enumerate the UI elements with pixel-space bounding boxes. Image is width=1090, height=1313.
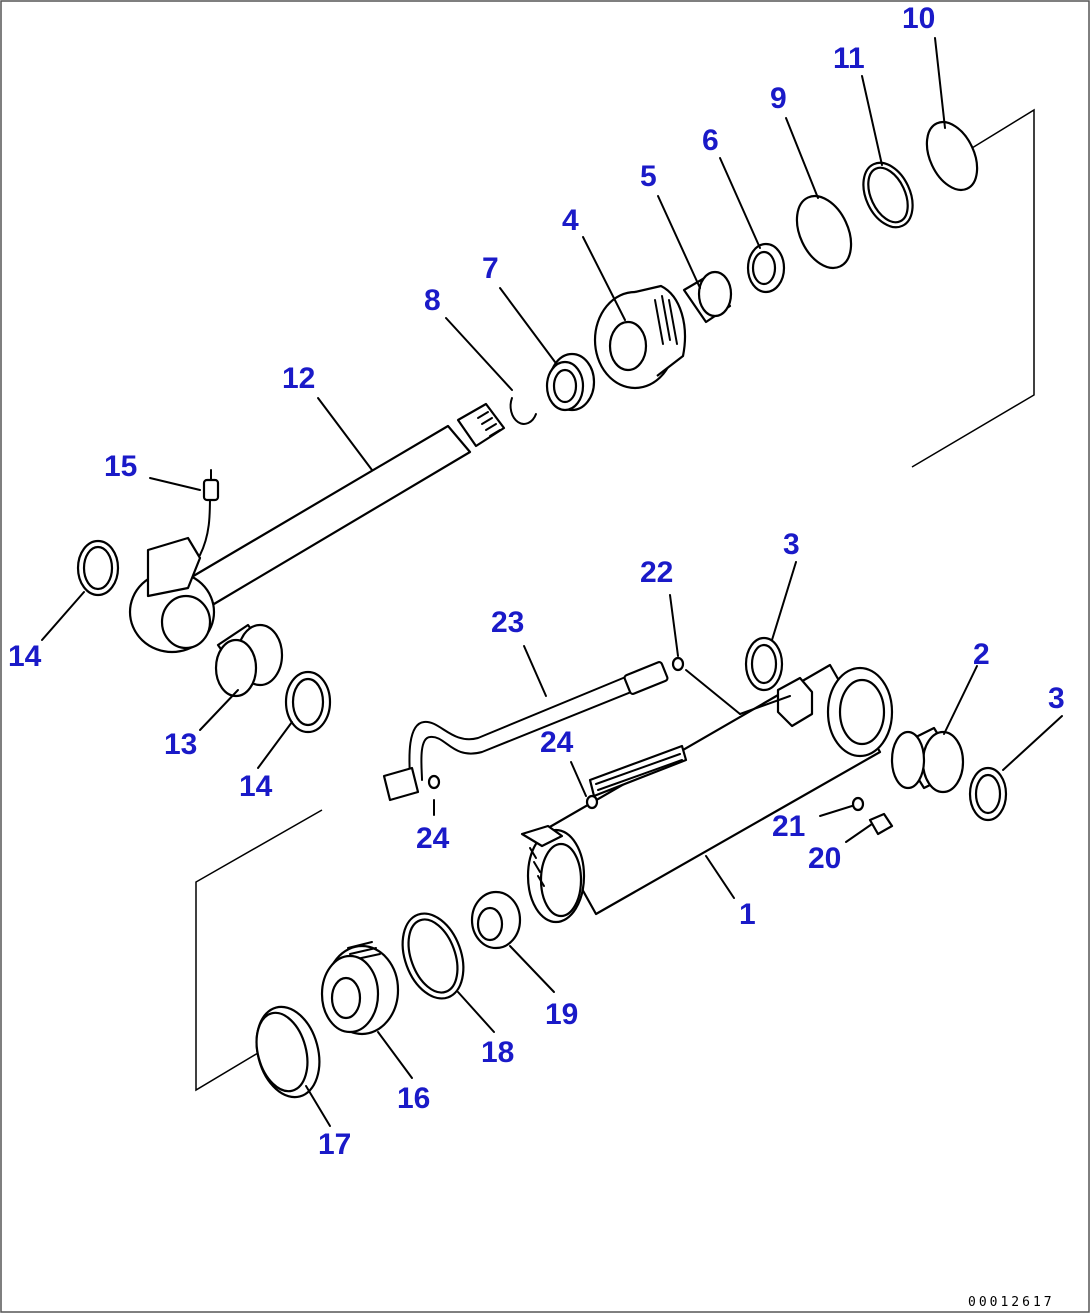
callout-21: 21 — [772, 810, 805, 843]
o-ring-part-24-right — [585, 794, 599, 810]
backup-ring-inner-11 — [867, 166, 909, 224]
snap-ring-part — [509, 397, 537, 425]
callout-9: 9 — [770, 82, 787, 115]
callout-22: 22 — [640, 556, 673, 589]
piston-rod-part — [128, 402, 506, 654]
callout-1: 1 — [739, 898, 756, 931]
plug-part-20 — [868, 812, 894, 836]
bushing-part-13 — [214, 623, 284, 698]
callout-15: 15 — [104, 450, 137, 483]
callout-18: 18 — [481, 1036, 514, 1069]
dust-seal-inner-right — [291, 677, 325, 727]
nut-part-19 — [470, 890, 522, 950]
callout-12: 12 — [282, 362, 315, 395]
piston-part-16 — [320, 941, 400, 1036]
lower-bracket-frame — [195, 809, 323, 1092]
callout-2: 2 — [973, 638, 990, 671]
callout-4: 4 — [562, 204, 579, 237]
callout-19: 19 — [545, 998, 578, 1031]
callout-8: 8 — [424, 284, 441, 317]
o-ring-part-10 — [925, 120, 979, 192]
wear-ring-inner-18 — [407, 918, 459, 994]
callout-24-lower: 24 — [416, 822, 450, 855]
o-ring-part-9 — [795, 194, 853, 270]
bushing-part-5 — [682, 270, 733, 324]
ring-inner-17 — [255, 1011, 309, 1093]
drawing-reference-code: 00012617 — [968, 1295, 1055, 1310]
callout-3-upper: 3 — [783, 528, 800, 561]
callout-11: 11 — [833, 42, 865, 75]
dust-seal-inner-left — [82, 545, 114, 591]
dust-seal-inner-3-lower — [974, 773, 1002, 815]
callout-7: 7 — [482, 252, 499, 285]
callout-16: 16 — [397, 1082, 430, 1115]
callout-17: 17 — [318, 1128, 351, 1161]
callout-14-right: 14 — [239, 770, 273, 803]
cylinder-tube-part — [520, 663, 894, 924]
cylinder-head-part — [593, 284, 687, 390]
grease-fitting-part — [202, 469, 220, 502]
nut-part-7 — [545, 352, 596, 412]
o-ring-part-22 — [671, 656, 685, 672]
hydraulic-pipe-part — [382, 661, 669, 802]
callout-6: 6 — [702, 124, 719, 157]
dust-seal-inner-3-upper — [750, 643, 778, 685]
callout-5: 5 — [640, 160, 657, 193]
leader-lines — [41, 37, 1063, 1127]
callout-3-lower: 3 — [1048, 682, 1065, 715]
upper-bracket-frame — [911, 108, 1035, 468]
callout-14-left: 14 — [8, 640, 42, 673]
o-ring-part-24-left — [427, 774, 441, 790]
callout-23: 23 — [491, 606, 524, 639]
rod-seal-inner — [751, 250, 777, 286]
callout-20: 20 — [808, 842, 841, 875]
callout-24-upper: 24 — [540, 726, 574, 759]
callout-13: 13 — [164, 728, 197, 761]
bushing-part-2 — [890, 726, 965, 794]
callout-10: 10 — [902, 2, 935, 35]
o-ring-part-21 — [851, 796, 865, 812]
